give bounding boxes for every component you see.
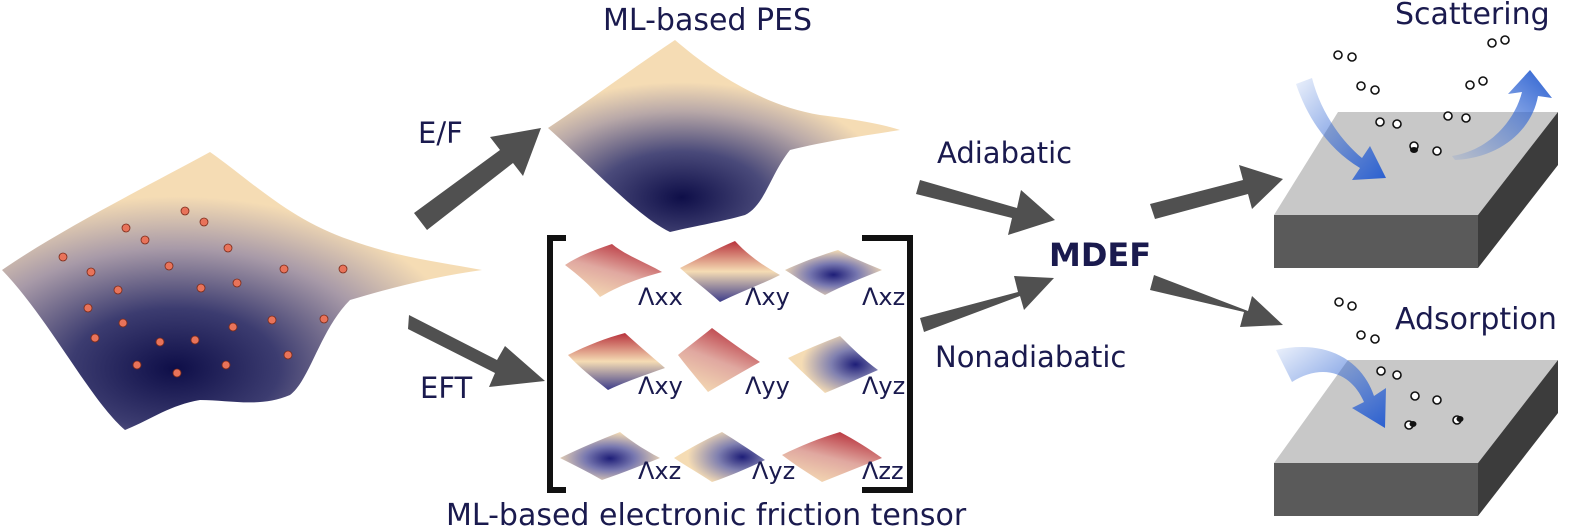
- eft-label: EFT: [420, 371, 472, 405]
- adsorption-molecules: [1334, 297, 1462, 430]
- adsorption-incoming-arrow: [1276, 347, 1386, 428]
- tensor-surface-zz: [782, 432, 882, 482]
- data-point: [228, 322, 238, 332]
- data-point: [86, 267, 96, 277]
- data-point: [140, 235, 150, 245]
- nonadiabatic-label: Nonadiabatic: [935, 340, 1126, 374]
- data-point: [319, 314, 329, 324]
- tensor-label: Λzz: [862, 457, 904, 485]
- scattering-outgoing-arrow: [1452, 70, 1552, 160]
- tensor-surface-xz: [785, 250, 882, 295]
- tensor-surface-yz-2: [674, 432, 765, 482]
- ml-pes-title: ML-based PES: [603, 3, 812, 38]
- ml-pes-surface: [548, 40, 900, 232]
- tensor-right-bracket: [862, 235, 913, 493]
- arrow-to-adsorption: [1150, 275, 1283, 327]
- arrow-to-pes: [414, 128, 541, 230]
- tensor-surface-xy-2: [568, 333, 665, 390]
- tensor-label: Λxz: [638, 457, 681, 485]
- tensor-left-bracket: [547, 235, 566, 493]
- arrow-adiabatic: [916, 180, 1055, 235]
- tensor-label: Λxy: [745, 283, 790, 311]
- data-point: [155, 337, 165, 347]
- tensor-label: Λxx: [638, 283, 683, 311]
- arrow-to-eft: [408, 315, 545, 387]
- adsorption-label: Adsorption: [1395, 302, 1557, 337]
- data-point: [221, 360, 231, 370]
- data-point: [267, 315, 277, 325]
- scattering-label: Scattering: [1395, 0, 1550, 32]
- input-pes-surface: [2, 152, 482, 430]
- data-point: [180, 206, 190, 216]
- data-point: [196, 283, 206, 293]
- scattering-adsorbate: [1410, 147, 1418, 153]
- tensor-label: Λxy: [638, 372, 683, 400]
- data-point: [190, 335, 200, 345]
- adsorbate: [1456, 416, 1464, 422]
- data-point: [113, 285, 123, 295]
- tensor-surface-yy: [678, 328, 760, 392]
- mdef-label: MDEF: [1049, 236, 1151, 274]
- tensor-surface-xy: [680, 241, 780, 302]
- data-point: [283, 350, 293, 360]
- adsorption-slab: [1274, 360, 1558, 516]
- tensor-surface-xz-2: [560, 432, 660, 480]
- data-point: [199, 217, 209, 227]
- data-point: [58, 252, 68, 262]
- tensor-label: Λyy: [745, 372, 790, 400]
- scattering-molecules: [1333, 35, 1510, 156]
- data-point: [132, 360, 142, 370]
- scattering-slab: [1274, 112, 1558, 268]
- data-point: [232, 278, 242, 288]
- ml-eft-caption: ML-based electronic friction tensor: [446, 498, 967, 531]
- data-point: [90, 333, 100, 343]
- arrow-nonadiabatic: [920, 276, 1054, 332]
- ef-label: E/F: [418, 116, 463, 150]
- tensor-label: Λxz: [862, 283, 905, 311]
- adiabatic-label: Adiabatic: [937, 136, 1072, 170]
- training-data-points: [58, 206, 348, 378]
- data-point: [172, 368, 182, 378]
- arrow-to-scattering: [1150, 165, 1283, 219]
- tensor-surface-yz: [788, 336, 878, 393]
- data-point: [279, 264, 289, 274]
- data-point: [338, 264, 348, 274]
- data-point: [118, 318, 128, 328]
- adsorbate: [1409, 421, 1417, 427]
- data-point: [121, 223, 131, 233]
- data-point: [223, 243, 233, 253]
- tensor-label: Λyz: [862, 372, 905, 400]
- tensor-surface-xx: [565, 244, 662, 297]
- tensor-label: Λyz: [752, 457, 795, 485]
- data-point: [164, 261, 174, 271]
- data-point: [83, 303, 93, 313]
- scattering-incoming-arrow: [1296, 78, 1386, 180]
